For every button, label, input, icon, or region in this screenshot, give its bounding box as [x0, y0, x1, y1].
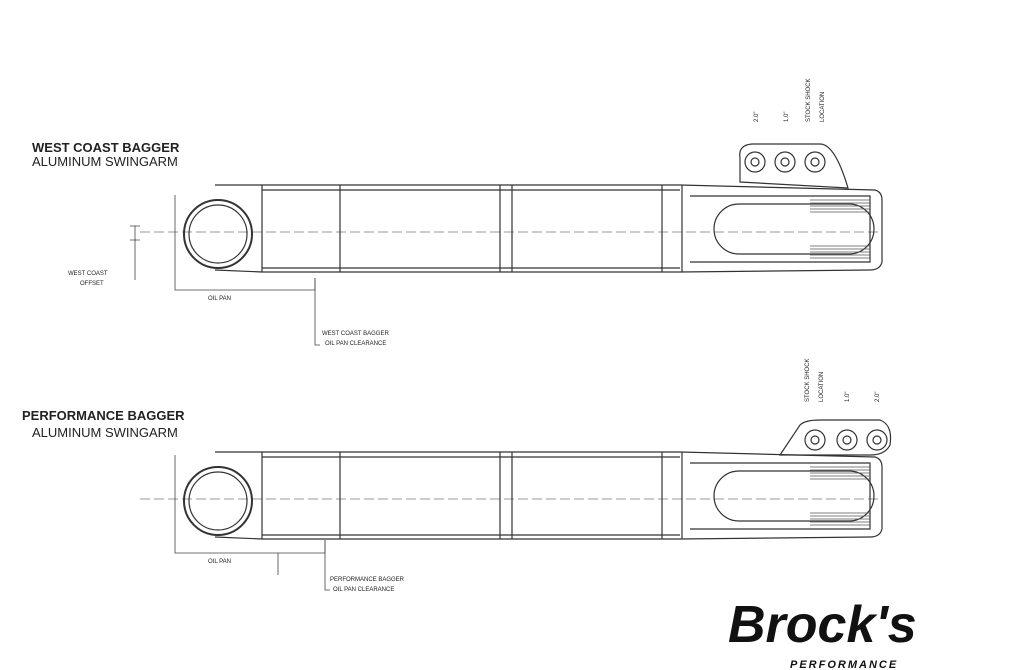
shock-label-location: LOCATION [819, 372, 825, 402]
logo-name: Brock's [728, 596, 917, 654]
clearance-label-2: OIL PAN CLEARANCE [325, 341, 386, 347]
logo-tagline: PERFORMANCE [790, 659, 898, 670]
performance-swingarm-drawing [139, 451, 883, 540]
shock-label-2in: 2.0" [875, 392, 881, 402]
west-coast-bagger-group: WEST COAST BAGGER ALUMINUM SWINGARM 2.0"… [32, 78, 883, 347]
clearance-label-2: OIL PAN CLEARANCE [333, 587, 394, 593]
bottom-shock-mount [778, 419, 892, 456]
top-subtitle: ALUMINUM SWINGARM [32, 154, 178, 169]
performance-bagger-group: PERFORMANCE BAGGER ALUMINUM SWINGARM STO… [22, 358, 892, 593]
oil-pan-label: OIL PAN [208, 296, 231, 302]
top-shock-mount [739, 143, 849, 189]
shock-label-1in: 1.0" [784, 112, 790, 122]
offset-label-2: OFFSET [80, 281, 104, 287]
bottom-title: PERFORMANCE BAGGER [22, 408, 185, 423]
brocks-logo: Brock's PERFORMANCE [728, 596, 917, 670]
west-coast-swingarm-drawing [139, 184, 883, 273]
shock-label-stock: STOCK SHOCK [805, 358, 811, 402]
shock-label-1in: 1.0" [845, 392, 851, 402]
oil-pan-label: OIL PAN [208, 559, 231, 565]
top-dimension-lines [130, 195, 320, 346]
offset-label: WEST COAST [68, 271, 108, 277]
top-title: WEST COAST BAGGER [32, 140, 180, 155]
shock-label-stock: STOCK SHOCK [806, 78, 812, 122]
bottom-subtitle: ALUMINUM SWINGARM [32, 425, 178, 440]
clearance-label: PERFORMANCE BAGGER [330, 577, 405, 583]
bottom-dimension-lines [174, 455, 330, 591]
shock-label-location: LOCATION [820, 92, 826, 122]
shock-label-2in: 2.0" [754, 112, 760, 122]
clearance-label: WEST COAST BAGGER [322, 331, 389, 337]
